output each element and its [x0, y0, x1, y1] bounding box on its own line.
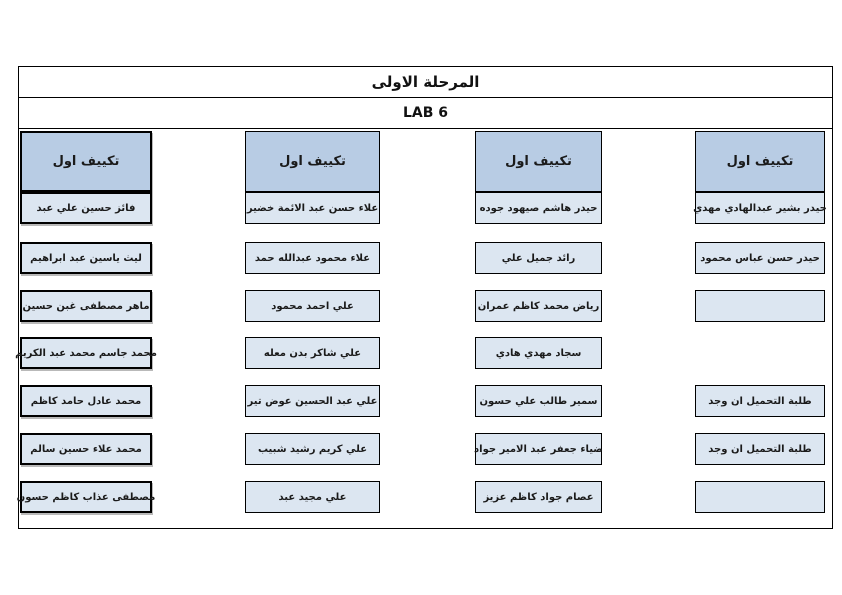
stage-title: المرحلة الاولى	[18, 66, 833, 98]
student-cell: سمير طالب علي حسون	[475, 385, 602, 417]
table-frame	[18, 66, 833, 529]
student-cell: حيدر حسن عباس محمود	[695, 242, 825, 274]
student-cell: سجاد مهدي هادي	[475, 337, 602, 369]
student-cell: علي شاكر بدن معله	[245, 337, 380, 369]
student-cell: علي مجيد عبد	[245, 481, 380, 513]
student-cell: حيدر بشير عبدالهادي مهدي	[693, 192, 827, 224]
student-cell: طلبة التحميل ان وجد	[695, 433, 825, 465]
lab-title: LAB 6	[18, 98, 833, 129]
student-cell: رائد جميل علي	[475, 242, 602, 274]
student-cell: محمد جاسم محمد عبد الكريم	[15, 337, 157, 369]
group-column-4: تكييف اول حيدر بشير عبدالهادي مهدي حيدر …	[693, 0, 827, 595]
student-cell: علي عبد الحسين عوض تير	[245, 385, 380, 417]
group-header: تكييف اول	[475, 131, 602, 192]
group-header: تكييف اول	[20, 131, 152, 192]
student-cell: علاء محمود عبدالله حمد	[245, 242, 380, 274]
group-column-1: تكييف اول فائز حسين علي عبد ليث ياسين عب…	[15, 0, 157, 595]
empty-cell	[695, 481, 825, 513]
student-cell: طلبة التحميل ان وجد	[695, 385, 825, 417]
student-cell: محمد علاء حسين سالم	[20, 433, 152, 465]
student-cell: عصام جواد كاظم عزيز	[475, 481, 602, 513]
group-header: تكييف اول	[245, 131, 380, 192]
student-cell: علي احمد محمود	[245, 290, 380, 322]
student-cell: حيدر هاشم صيهود جوده	[475, 192, 602, 224]
group-column-2: تكييف اول علاء حسن عبد الائمة خضير علاء …	[245, 0, 380, 595]
student-cell: رياض محمد كاظم عمران	[475, 290, 602, 322]
group-column-3: تكييف اول حيدر هاشم صيهود جوده رائد جميل…	[474, 0, 603, 595]
student-cell: ليث ياسين عبد ابراهيم	[20, 242, 152, 274]
student-cell: علاء حسن عبد الائمة خضير	[245, 192, 380, 224]
student-cell: ماهر مصطفى غبن حسين	[20, 290, 152, 322]
student-cell: علي كريم رشيد شبيب	[245, 433, 380, 465]
student-cell: محمد عادل حامد كاظم	[20, 385, 152, 417]
student-cell: ضياء جعفر عبد الامير جواد	[474, 433, 603, 465]
empty-cell	[695, 290, 825, 322]
student-cell: فائز حسين علي عبد	[20, 192, 152, 224]
group-header: تكييف اول	[695, 131, 825, 192]
student-cell: مصطفى عذاب كاظم حسون	[17, 481, 155, 513]
